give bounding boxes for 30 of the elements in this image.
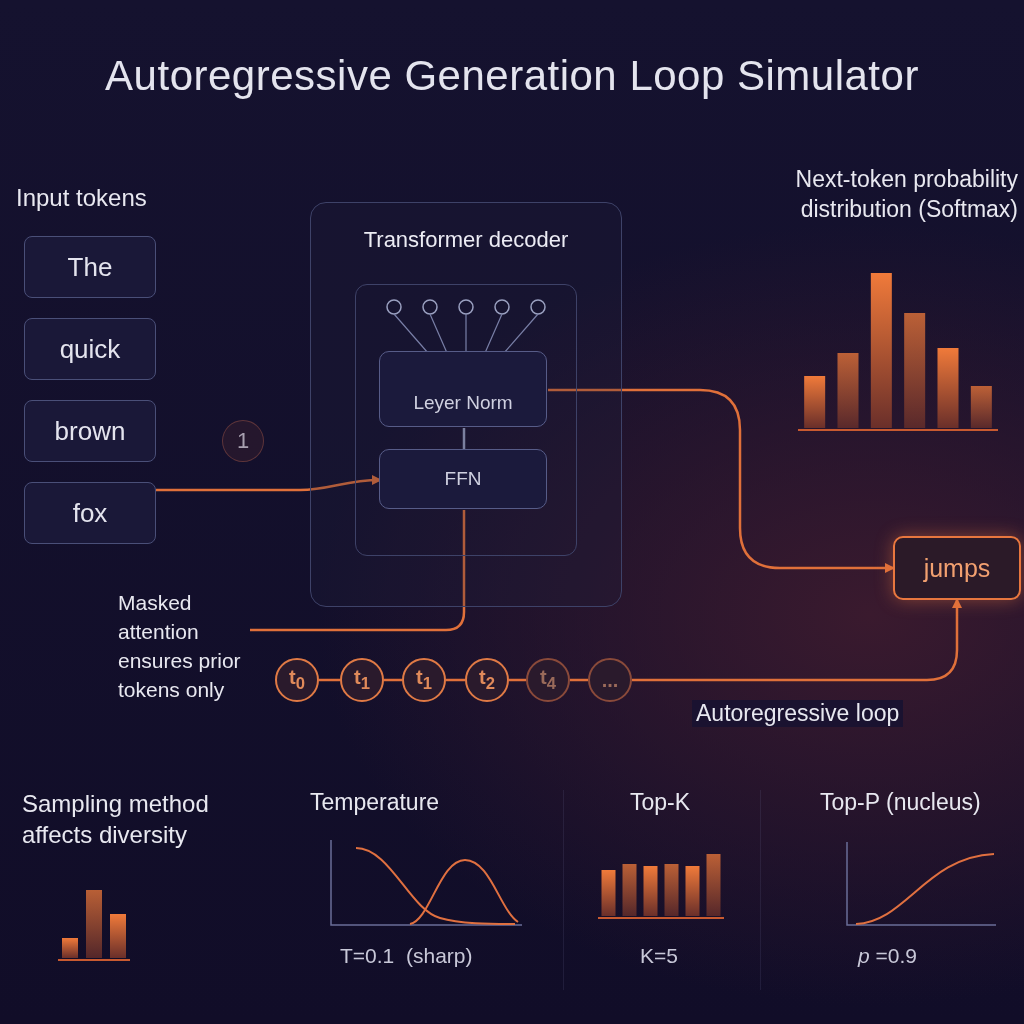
text-label: Input tokens [16,183,148,213]
layer-block: FFN [379,449,547,509]
text-label: K=5 [640,943,679,969]
text-label: p =0.9 [858,943,918,969]
token-box: brown [24,400,156,462]
edge-label: Autoregressive loop [692,700,904,727]
text-label: Top-P (nucleus) [820,788,982,817]
layer-block: Leyer Norm [379,351,547,427]
box-outline [354,283,577,556]
token-circle: ... [588,658,632,702]
token-circle: t$_{0}$ [275,658,319,702]
text-label: Temperature [310,788,441,817]
text-label: Top-K [630,788,692,817]
token-box: fox [24,482,156,544]
text-label: Sampling method affects diversity [22,789,210,851]
diagram-title: Autoregressive Generation Loop Simulator [104,52,920,100]
text-label: Next-token probability distribution (Softmax) [794,165,1018,224]
output-token-box: jumps [893,536,1021,600]
token-box: The [24,236,156,298]
connector-arrow [548,388,895,573]
step-circle: 1 [222,420,264,462]
token-circle: t$_{1}$ [402,658,446,702]
token-circle: t$_{1}$ [340,658,384,702]
token-circle: t$_{4}$ [526,658,570,702]
token-box: quick [24,318,156,380]
text-label: T=0.1 (sharp) [340,943,474,969]
decoder-panel: Transformer decoder Leyer Norm FFN [310,202,622,607]
connector-arrow [632,598,962,682]
annotation-text: Masked attention ensures prior tokens only [118,588,250,733]
token-circle: t$_{2}$ [465,658,509,702]
